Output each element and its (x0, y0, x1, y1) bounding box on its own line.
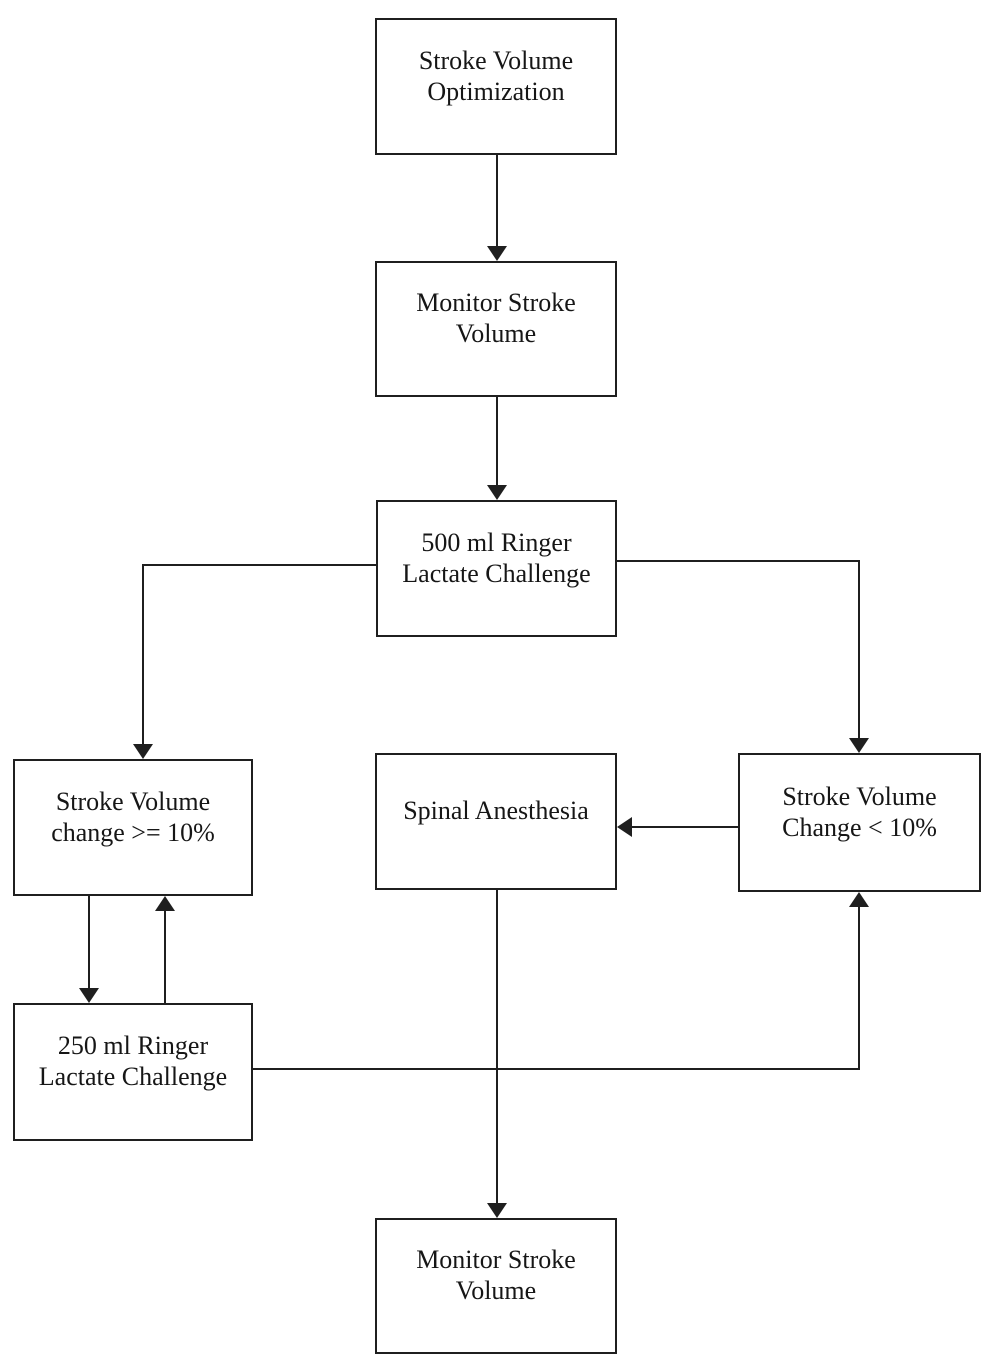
node-stroke-volume-optimization: Stroke Volume Optimization (375, 18, 617, 155)
edge-svo-to-monitor-arrowhead (487, 246, 507, 261)
edge-spinal-to-monitor-arrowhead (487, 1203, 507, 1218)
edge-gte10-to-250ml-arrowhead (79, 988, 99, 1003)
node-250-ml-ringer-lactate-challenge: 250 ml Ringer Lactate Challenge (13, 1003, 253, 1141)
node-label: Monitor Stroke Volume (416, 1245, 576, 1305)
edge-500ml-to-lt10-vline (858, 560, 860, 738)
edge-lt10-to-spinal-line (632, 826, 738, 828)
node-label: Stroke Volume Change < 10% (782, 781, 937, 842)
node-label: Stroke Volume Optimization (418, 45, 574, 106)
edge-500ml-to-gte10-arrowhead (133, 744, 153, 759)
node-500-ml-ringer-lactate-challenge: 500 ml Ringer Lactate Challenge (376, 500, 617, 637)
edge-svo-to-monitor-line (496, 155, 498, 246)
node-stroke-volume-change-gte-10: Stroke Volume change >= 10% (13, 759, 253, 896)
node-label: Stroke Volume change >= 10% (51, 786, 215, 847)
node-label: Monitor Stroke Volume (416, 288, 576, 348)
edge-monitor-to-500ml-arrowhead (487, 485, 507, 500)
edge-250ml-to-lt10-hline (253, 1068, 859, 1070)
edge-lt10-to-spinal-arrowhead (617, 817, 632, 837)
edge-500ml-to-gte10-hline (142, 564, 376, 566)
node-label: Spinal Anesthesia (403, 796, 589, 825)
edge-250ml-to-gte10-line (164, 911, 166, 1003)
edge-250ml-to-gte10-arrowhead (155, 896, 175, 911)
edge-500ml-to-lt10-arrowhead (849, 738, 869, 753)
edge-monitor-to-500ml-line (496, 397, 498, 485)
node-stroke-volume-change-lt-10: Stroke Volume Change < 10% (738, 753, 981, 892)
edge-500ml-to-gte10-vline (142, 564, 144, 744)
edge-250ml-to-lt10-arrowhead (849, 892, 869, 907)
edge-500ml-to-lt10-hline (617, 560, 859, 562)
node-monitor-stroke-volume-bottom: Monitor Stroke Volume (375, 1218, 617, 1354)
edge-spinal-to-monitor-line (496, 890, 498, 1203)
edge-gte10-to-250ml-line (88, 896, 90, 988)
edge-250ml-to-lt10-vline (858, 907, 860, 1070)
node-spinal-anesthesia: Spinal Anesthesia (375, 753, 617, 890)
node-monitor-stroke-volume-top: Monitor Stroke Volume (375, 261, 617, 397)
node-label: 500 ml Ringer Lactate Challenge (402, 527, 591, 588)
node-label: 250 ml Ringer Lactate Challenge (38, 1031, 228, 1091)
